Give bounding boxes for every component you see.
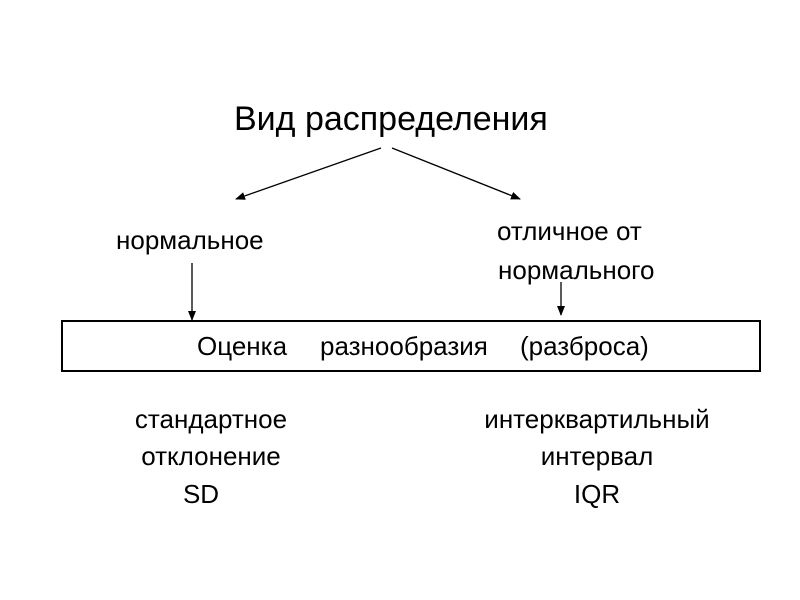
- assessment-box: [61, 320, 761, 372]
- iqr-label-line1: интерквартильный: [484, 404, 710, 434]
- arrow-to-non-normal: [391, 147, 521, 200]
- assessment-word-1: Оценка: [197, 331, 288, 361]
- sd-abbreviation: SD: [182, 479, 220, 509]
- iqr-abbreviation: IQR: [573, 479, 621, 509]
- arrow-to-normal: [235, 147, 382, 200]
- iqr-label-line2: интервал: [540, 441, 654, 471]
- sd-label-line2: отклонение: [141, 441, 281, 471]
- assessment-word-3: (разброса): [520, 331, 649, 361]
- sd-label-line1: стандартное: [134, 404, 288, 434]
- diagram-title: Вид распределения: [234, 100, 548, 138]
- non-normal-label-line1: отличное от: [497, 216, 642, 246]
- assessment-word-2: разнообразия: [320, 331, 488, 361]
- non-normal-label-line2: нормального: [498, 255, 655, 285]
- normal-distribution-label: нормальное: [116, 225, 264, 255]
